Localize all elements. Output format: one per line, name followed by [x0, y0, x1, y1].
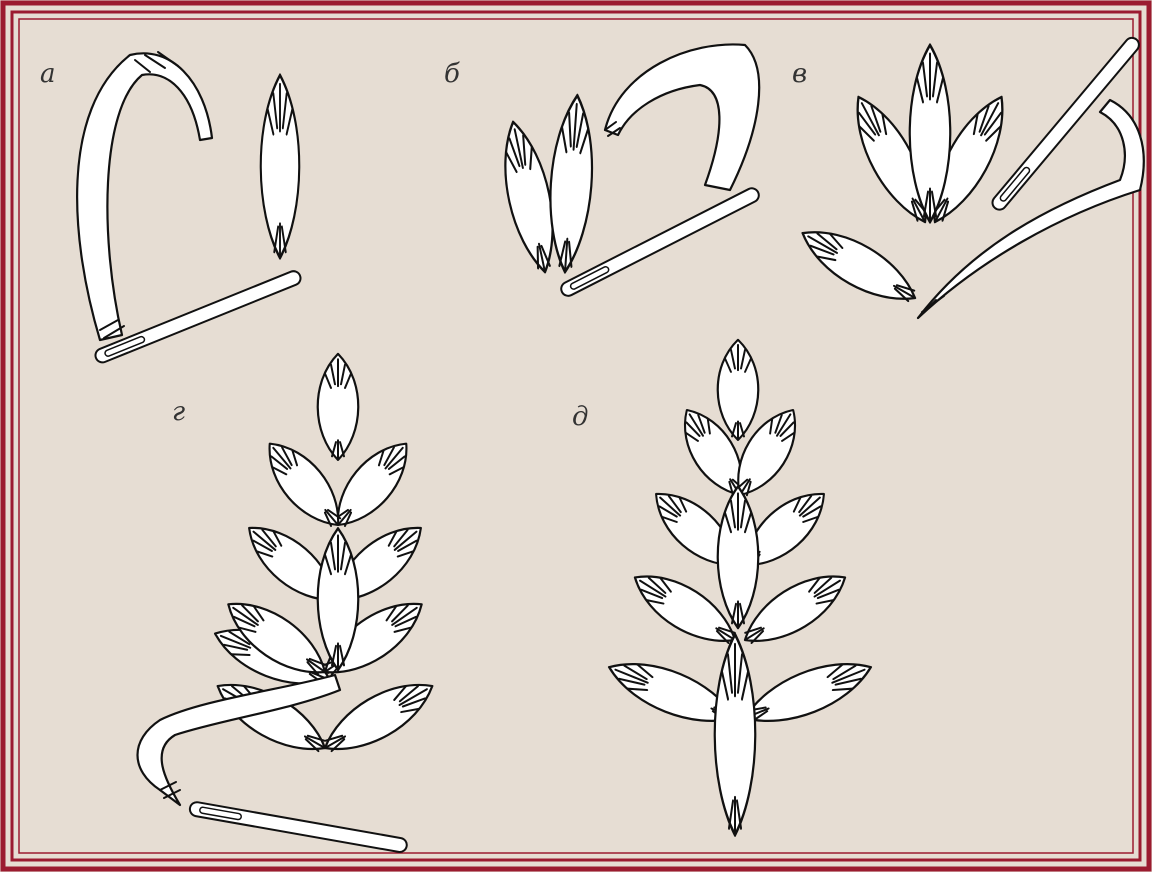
- panel-label-d: д: [572, 402, 588, 432]
- panel-label-v: в: [792, 59, 807, 89]
- panel-label-b: б: [444, 59, 460, 89]
- panel-label-a: а: [40, 59, 56, 89]
- panel-label-g: г: [172, 397, 185, 427]
